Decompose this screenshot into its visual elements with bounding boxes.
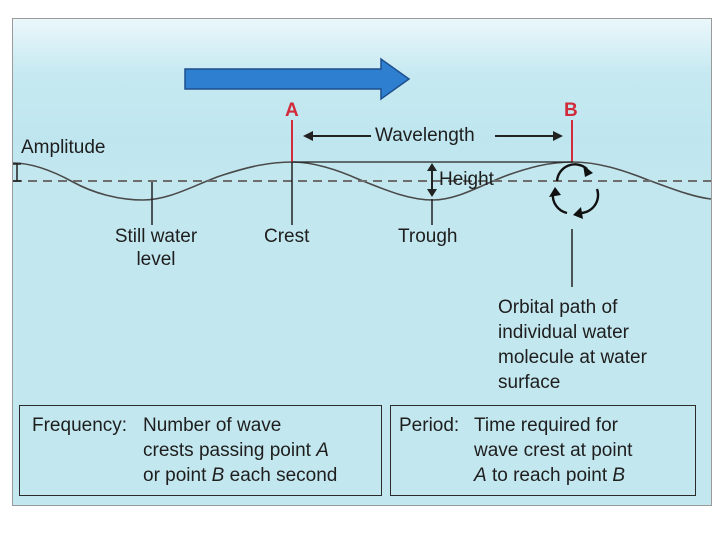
frequency-description: Number of wave crests passing point A or… xyxy=(143,413,337,488)
wave-surface xyxy=(13,161,711,201)
wavelength-arrowhead-right xyxy=(553,131,563,141)
amplitude-label: Amplitude xyxy=(21,137,106,158)
orbital-arrowhead-1 xyxy=(583,165,593,177)
height-arrowhead-up xyxy=(427,163,437,171)
frequency-term: Frequency: xyxy=(32,415,128,436)
wavelength-arrowhead-left xyxy=(303,131,313,141)
frequency-line-1: Number of wave xyxy=(143,415,282,436)
amplitude-bracket xyxy=(13,163,21,182)
orbital-line-3: molecule at water xyxy=(498,347,647,368)
point-a-label: A xyxy=(285,100,299,121)
orbital-line-1: Orbital path of xyxy=(498,297,618,318)
wave-diagram: A B Amplitude Wavelength Height Still wa… xyxy=(12,18,712,506)
orbital-arrowhead-3 xyxy=(549,187,561,197)
period-line-2: wave crest at point xyxy=(474,440,633,461)
orbital-line-4: surface xyxy=(498,372,561,393)
direction-arrow xyxy=(184,57,411,101)
wave-scene xyxy=(13,57,711,505)
height-arrowhead-down xyxy=(427,189,437,197)
wavelength-label: Wavelength xyxy=(375,125,475,146)
crest-label: Crest xyxy=(264,226,310,247)
still-water-line-1: Still water xyxy=(114,226,198,247)
orbital-line-2: individual water xyxy=(498,322,629,343)
orbital-label: Orbital path of individual water molecul… xyxy=(498,295,647,395)
frequency-box: Frequency: Number of wave crests passing… xyxy=(19,405,382,496)
trough-label: Trough xyxy=(398,226,458,247)
still-water-line-2: level xyxy=(136,249,176,270)
height-label: Height xyxy=(439,169,494,190)
frequency-line-2: crests passing point A xyxy=(143,440,329,461)
period-line-1: Time required for xyxy=(474,415,618,436)
period-box: Period: Time required for wave crest at … xyxy=(390,405,696,496)
orbital-arrowhead-2 xyxy=(573,207,583,219)
period-line-3: A to reach point B xyxy=(474,465,626,486)
period-term: Period: xyxy=(399,415,460,436)
water-body xyxy=(13,162,711,505)
frequency-line-3: or point B each second xyxy=(143,465,338,486)
point-b-label: B xyxy=(564,100,578,121)
period-description: Time required for wave crest at point A … xyxy=(474,413,632,488)
still-water-label: Still water level xyxy=(101,225,211,271)
